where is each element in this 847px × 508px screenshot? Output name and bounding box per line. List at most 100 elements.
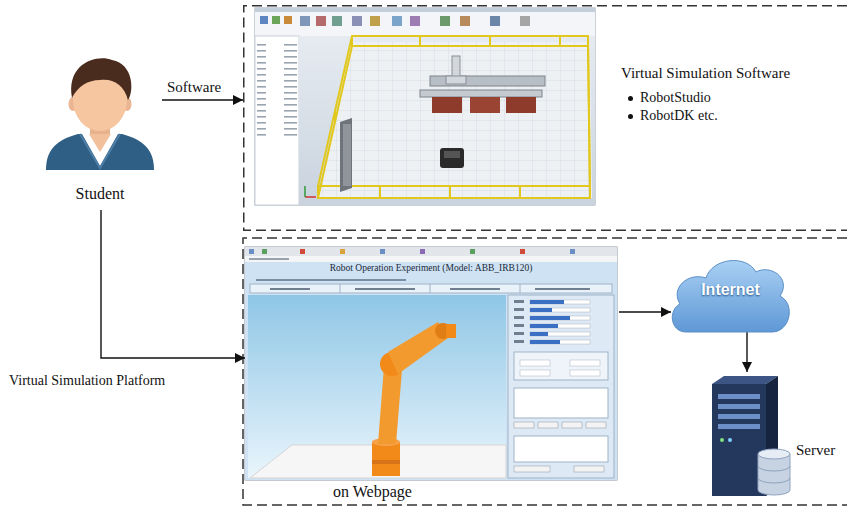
webpage-screenshot [514,340,524,343]
webpage-screenshot [586,422,606,428]
server-icon [718,404,760,409]
webpage-screenshot [520,360,550,366]
software-screenshot [318,42,592,198]
software-screenshot [305,196,316,198]
software-screenshot [318,36,590,186]
webpage-screenshot [530,300,590,304]
edge-label: Virtual Simulation Platform [8,373,166,389]
region-outline [243,5,847,231]
software-screenshot [343,124,351,186]
webpage-screenshot [514,332,524,335]
webpage-screenshot [570,249,575,254]
bullet-item: RobotStudio [640,90,711,106]
webpage-screenshot [372,460,400,464]
edge-label: Software [166,79,222,96]
software-screenshot [452,56,460,78]
webpage-screenshot [530,308,590,312]
software-screenshot [318,42,592,198]
software-screenshot [432,97,462,113]
webpage-screenshot [530,340,560,344]
software-screenshot [446,76,466,84]
server-icon [758,454,790,495]
bullet-item: RobotDK etc. [640,108,718,124]
webpage-screenshot [378,366,402,444]
webpage-screenshot [270,288,310,290]
software-screenshot [410,16,420,26]
software-screenshot [255,8,595,205]
region-outline [244,6,847,231]
software-screenshot [318,46,590,198]
student-node: Student [40,55,162,210]
software-screenshot [506,97,536,113]
webpage-screenshot [250,284,612,293]
software-screenshot [304,186,306,197]
student-figure [46,58,154,170]
flow-arrow [101,210,245,358]
webpage-screenshot [514,352,608,380]
student-figure [80,134,120,168]
webpage-screenshot [245,247,617,480]
webpage-screenshot [340,284,520,293]
software-screenshot [257,40,297,136]
software-screenshot [299,36,595,205]
webpage-screenshot [530,316,570,320]
software-screenshot [332,16,342,26]
webpage-screenshot [530,300,564,304]
webpage-screenshot [520,370,550,376]
webpage-screenshot [380,249,385,254]
software-screenshot [255,12,595,36]
webpage-screenshot [340,249,345,254]
software-screenshot [284,16,292,24]
software-screenshot [392,16,402,26]
server-icon [712,376,790,496]
webpage-screenshot [245,262,617,480]
bullet-dot [628,114,633,119]
webpage-box: Robot Operation Experiment (Model: ABB_I… [245,247,619,480]
flow-arrow [746,332,747,372]
page-title: Robot Operation Experiment (Model: ABB_I… [245,263,617,274]
webpage-screenshot [514,324,524,327]
webpage-screenshot [570,360,600,366]
webpage-screenshot [530,332,548,336]
region-outline [243,238,847,505]
region-heading: Virtual Simulation Software [621,65,790,82]
software-screenshot [316,16,326,26]
webpage-screenshot [420,249,425,254]
software-region: Virtual Simulation SoftwareRobotStudioRo… [243,5,847,231]
webpage-screenshot [520,249,525,254]
webpage-screenshot [245,247,617,256]
cloud-label: Internet [668,281,793,299]
webpage-screenshot [514,422,534,428]
software-screenshot [460,16,470,26]
flow-arrow [162,99,243,100]
software-screenshot [430,76,545,86]
internet-cloud: Internet [668,250,795,335]
server-icon [718,394,760,399]
software-screenshot [255,36,299,205]
server-icon [718,414,760,419]
webpage-screenshot [562,422,582,428]
software-screenshot [420,90,542,97]
webpage-screenshot [514,388,608,418]
webpage-screenshot [355,288,415,290]
software-screenshot [272,16,280,24]
node-label: Server [796,442,835,459]
software-screenshot [300,16,310,26]
webpage-screenshot [508,295,614,478]
server-icon [758,466,790,483]
software-screenshot [440,148,464,168]
webpage-screenshot [514,316,524,319]
webpage-screenshot [574,466,604,472]
server-icon [728,438,732,442]
webpage-screenshot [300,249,305,254]
server-icon [718,424,760,429]
bullet-dot [628,96,633,101]
webpage-screenshot [530,316,590,320]
software-screenshot [370,16,380,26]
webpage-screenshot [256,279,406,281]
student-figure [71,58,131,100]
webpage-screenshot [530,324,558,328]
webpage-screenshot [530,324,590,328]
software-screenshot [318,36,590,198]
